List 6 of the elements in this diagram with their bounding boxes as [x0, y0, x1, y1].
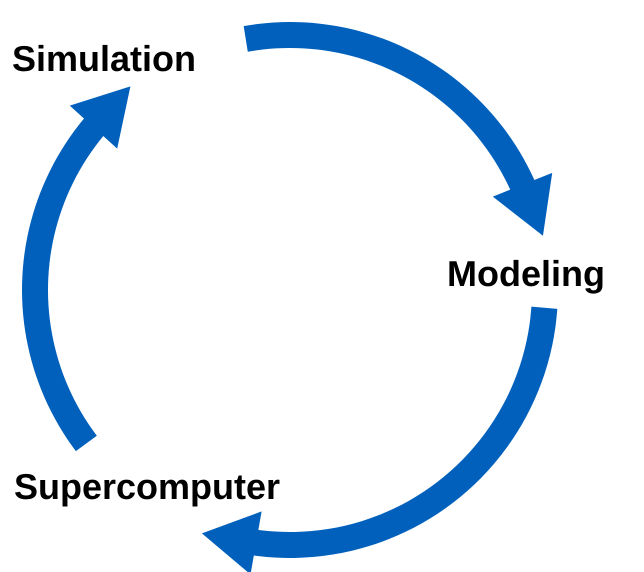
cycle-arrow	[22, 86, 130, 452]
cycle-arrow	[202, 306, 558, 572]
stage-label: Supercomputer	[14, 466, 280, 508]
stage-label: Modeling	[447, 253, 605, 294]
stage-label: Simulation	[12, 38, 196, 80]
cycle-arrow	[244, 22, 552, 236]
